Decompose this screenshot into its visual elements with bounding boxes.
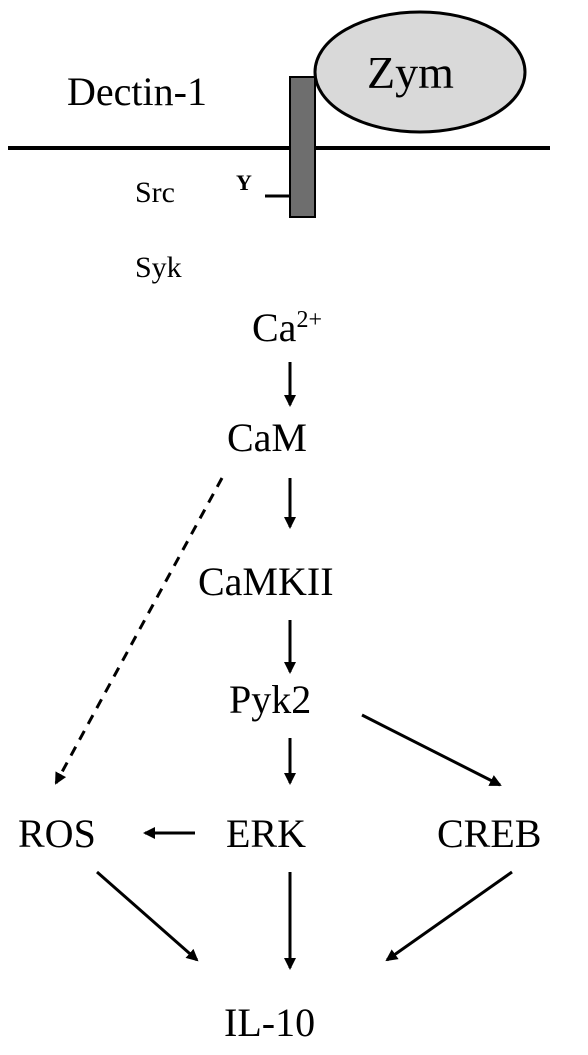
zymosan-ellipse (313, 10, 527, 134)
calcium-charge: 2+ (296, 307, 322, 333)
arrow-pyk2-to-creb (361, 713, 502, 787)
camkii-label: CaMKII (198, 559, 334, 604)
erk-label: ERK (226, 811, 306, 856)
syk-label: Syk (135, 251, 182, 284)
zym-label: Zym (367, 47, 454, 98)
pyk2-label: Pyk2 (229, 677, 312, 722)
il-10-label: IL-10 (224, 1000, 316, 1045)
creb-label: CREB (437, 811, 542, 856)
cam-label: CaM (227, 415, 307, 460)
calcium-base: Ca (252, 305, 297, 350)
tyrosine-label: Y (236, 170, 252, 195)
arrow-creb-to-il10 (385, 870, 513, 962)
src-label: Src (135, 176, 175, 209)
arrow-cam-to-ros-dashed (54, 477, 224, 785)
ros-label: ROS (18, 811, 96, 856)
calcium-label: Ca2+ (252, 308, 322, 348)
dectin-1-label: Dectin-1 (67, 69, 207, 114)
dectin-1-receptor-bar (289, 76, 316, 218)
arrow-ros-to-il10 (96, 870, 199, 962)
